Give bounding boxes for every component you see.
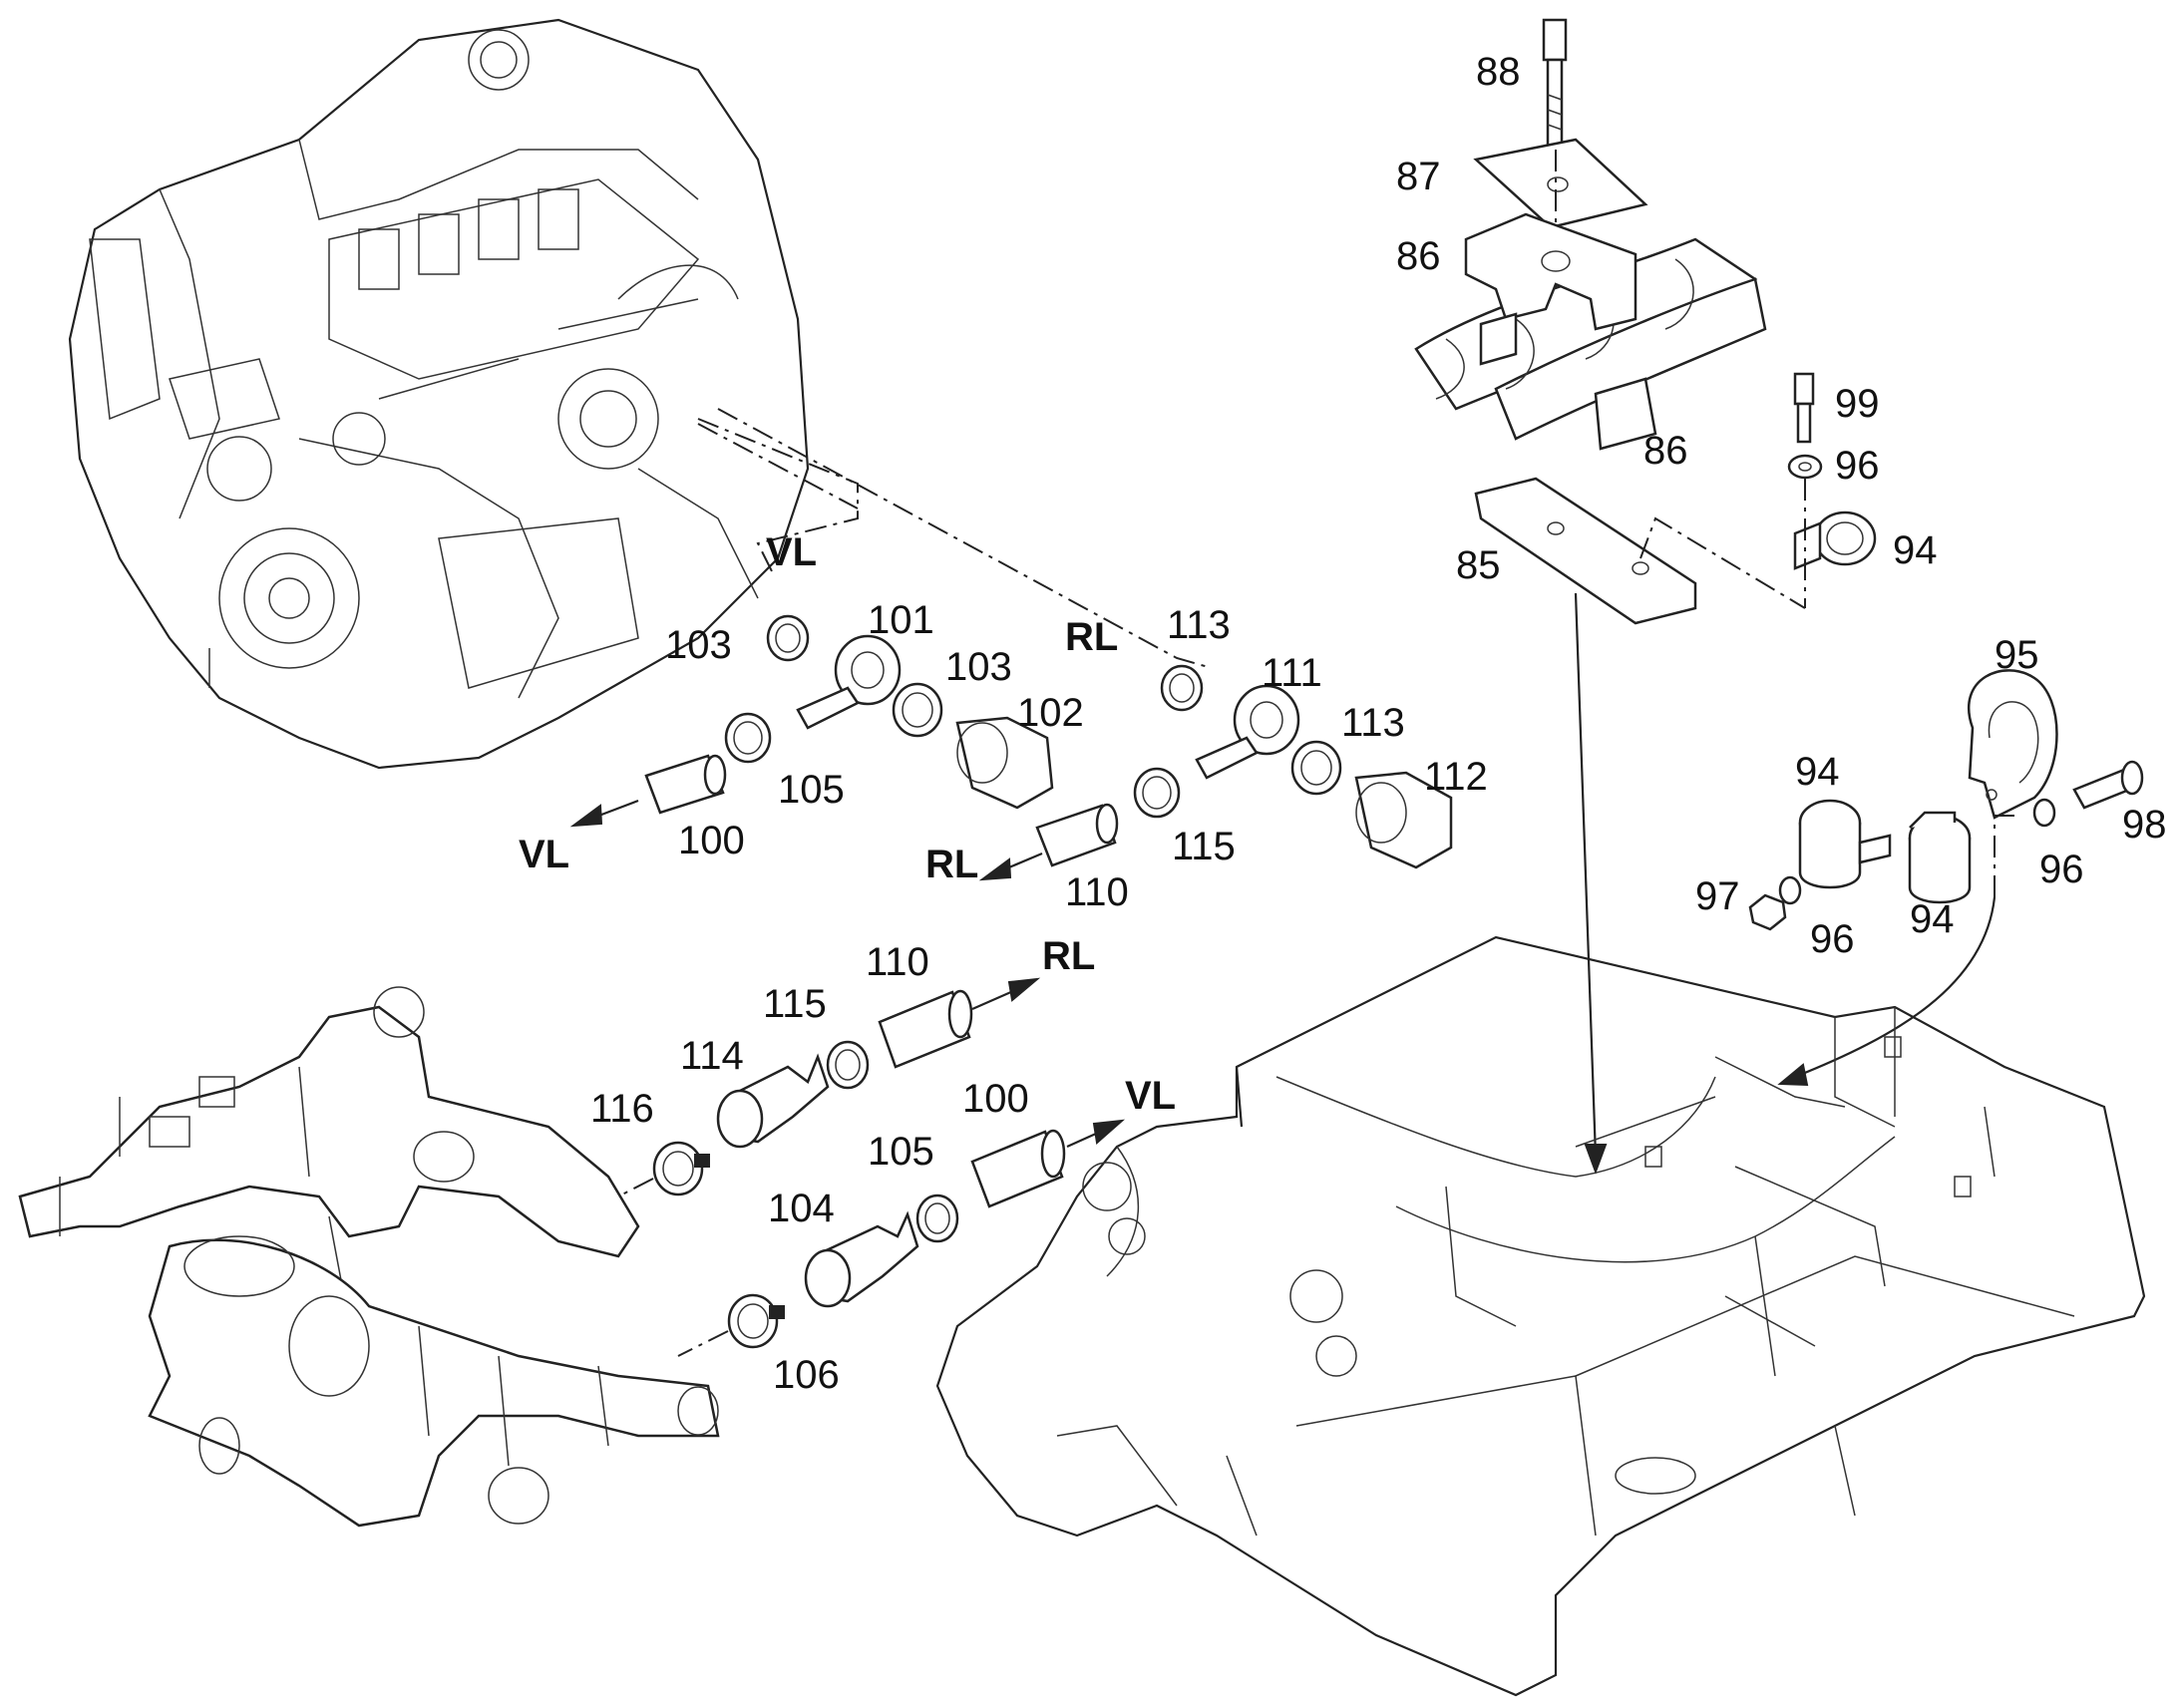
p-clamp-group <box>1748 669 2144 1087</box>
chassis-frame-illustration <box>935 935 2146 1697</box>
fitting-group-lower <box>617 977 1126 1357</box>
callout-110: 110 <box>866 940 929 984</box>
flow-label-rl: RL <box>925 843 978 886</box>
fitting-group-upper <box>569 614 1453 881</box>
callout-101: 101 <box>868 598 934 642</box>
callout-115: 115 <box>763 982 827 1026</box>
callouts: 88 87 86 86 85 99 96 94 95 94 98 97 96 9… <box>590 50 2167 1397</box>
callout-113: 113 <box>1341 701 1405 745</box>
callout-103: 103 <box>945 645 1012 689</box>
callout-114: 114 <box>680 1034 744 1078</box>
callout-113: 113 <box>1167 603 1231 647</box>
engine-illustration <box>68 18 810 770</box>
callout-112: 112 <box>1424 755 1488 799</box>
flow-label-vl: VL <box>519 833 569 876</box>
callout-94: 94 <box>1795 750 1840 794</box>
callout-96: 96 <box>1835 444 1880 488</box>
callout-86: 86 <box>1396 234 1441 278</box>
callout-116: 116 <box>590 1087 654 1131</box>
callout-85: 85 <box>1456 543 1501 587</box>
callout-104: 104 <box>768 1187 835 1230</box>
callout-111: 111 <box>1262 651 1322 695</box>
flow-label-rl: RL <box>1065 615 1118 659</box>
callout-100: 100 <box>678 819 745 862</box>
callout-95: 95 <box>1995 633 2039 677</box>
callout-105: 105 <box>778 768 845 812</box>
callout-105: 105 <box>868 1130 934 1174</box>
callout-98: 98 <box>2122 803 2167 847</box>
flow-labels: VL RL VL RL RL VL <box>519 530 1176 1118</box>
callout-103: 103 <box>665 623 732 667</box>
flow-label-vl: VL <box>766 530 817 574</box>
callout-94: 94 <box>1893 528 1938 572</box>
bracket-assembly <box>1414 18 1877 1175</box>
callout-106: 106 <box>773 1353 840 1397</box>
callout-115: 115 <box>1172 825 1236 868</box>
callout-97: 97 <box>1695 874 1740 918</box>
callout-88: 88 <box>1476 50 1521 94</box>
callout-96: 96 <box>2039 848 2084 891</box>
flow-label-vl: VL <box>1125 1074 1176 1118</box>
callout-99: 99 <box>1835 382 1880 426</box>
callout-102: 102 <box>1017 691 1084 735</box>
callout-110: 110 <box>1065 870 1129 914</box>
callout-86: 86 <box>1643 429 1688 473</box>
callout-96: 96 <box>1810 917 1855 961</box>
callout-100: 100 <box>962 1077 1029 1121</box>
flow-label-rl: RL <box>1042 934 1095 978</box>
callout-87: 87 <box>1396 155 1441 198</box>
pipe-manifold-illustration <box>18 986 720 1528</box>
callout-94: 94 <box>1910 897 1955 941</box>
